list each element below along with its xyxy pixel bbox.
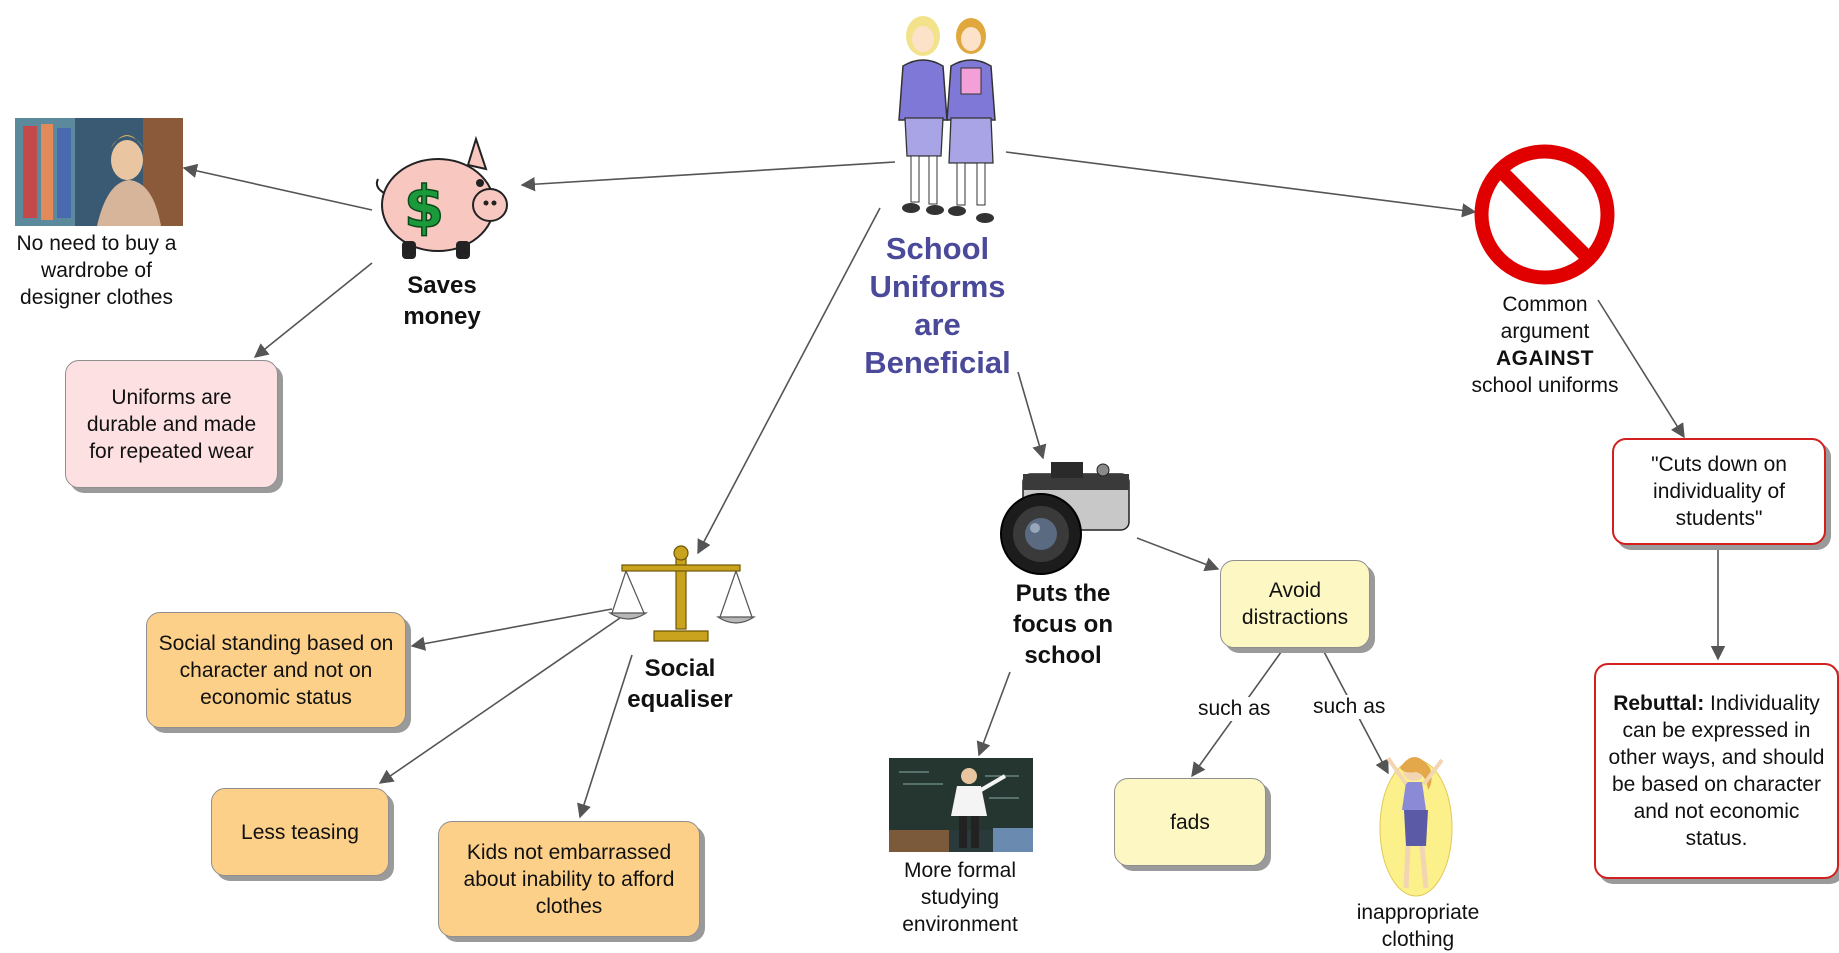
edge-central-against: [1005, 151, 1477, 218]
shopping-photo: [15, 118, 183, 226]
formal-environment-caption: More formal studying environment: [902, 859, 1018, 936]
inappropriate-clothing-caption: inappropriate clothing: [1356, 901, 1480, 951]
rebuttal-content: Rebuttal: Individuality can be expressed…: [1608, 690, 1825, 852]
less-teasing-box: Less teasing: [211, 788, 389, 876]
kids-not-embarrassed-box: Kids not embarrassed about inability to …: [438, 821, 700, 937]
central-title: School Uniforms are Beneficial: [864, 231, 1011, 380]
durable-box: Uniforms are durable and made for repeat…: [65, 360, 278, 488]
piggy-bank-icon: $: [375, 135, 508, 259]
against-line-1: Common argument: [1500, 293, 1590, 343]
classroom-photo: [889, 758, 1033, 852]
rebuttal-box: Rebuttal: Individuality can be expressed…: [1594, 663, 1839, 879]
svg-text:$: $: [404, 173, 444, 241]
edge-money-durable: [253, 262, 373, 358]
no-sign-icon: [1474, 144, 1615, 285]
focus-label: Puts the focus on school: [1013, 580, 1113, 669]
such-as-label-2: such as: [1311, 695, 1388, 719]
edge-against-quote: [1597, 299, 1685, 439]
designer-caption: No need to buy a wardrobe of designer cl…: [16, 232, 177, 309]
edge-central-equaliser: [697, 207, 881, 555]
edge-central-focus: [1017, 371, 1047, 460]
edge-focus-avoid: [1136, 537, 1220, 572]
edge-central-money: [520, 161, 896, 192]
edge-equaliser-kids: [577, 654, 633, 819]
scale-icon: [608, 545, 756, 642]
edge-equaliser-standing: [410, 608, 613, 651]
avoid-distractions-box: Avoid distractions: [1220, 560, 1370, 648]
fashion-girl-icon: [1379, 756, 1453, 897]
social-equaliser-label: Social equaliser: [627, 655, 733, 713]
fads-box: fads: [1114, 778, 1266, 866]
rebuttal-heading: Rebuttal:: [1613, 692, 1705, 715]
schoolgirls-icon: [898, 16, 996, 223]
against-caption: Common argument AGAINST school uniforms: [1470, 291, 1620, 399]
edge-focus-formal: [976, 671, 1011, 757]
such-as-label-1: such as: [1196, 697, 1273, 721]
rebuttal-text: Individuality can be expressed in other …: [1608, 692, 1825, 850]
against-line-2: AGAINST: [1496, 347, 1594, 370]
against-line-3: school uniforms: [1471, 374, 1619, 397]
edge-money-designer: [182, 163, 373, 211]
social-standing-box: Social standing based on character and n…: [146, 612, 406, 728]
edge-equaliser-teasing: [378, 617, 621, 784]
individuality-quote-box: "Cuts down on individuality of students": [1612, 438, 1826, 545]
saves-money-label: Saves money: [403, 272, 481, 330]
camera-icon: [1000, 462, 1130, 575]
